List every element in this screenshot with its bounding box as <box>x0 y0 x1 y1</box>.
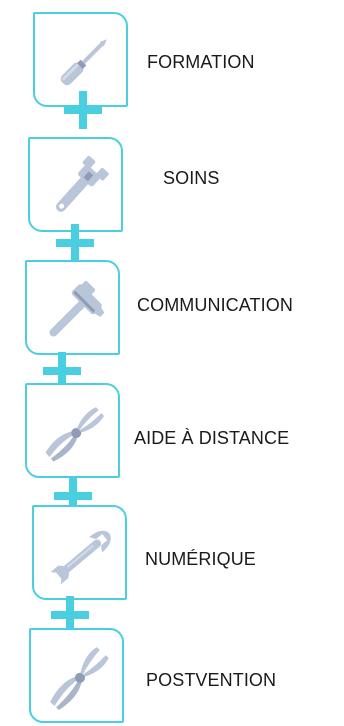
adjustable-wrench-icon <box>55 155 109 212</box>
step-label: COMMUNICATION <box>137 295 293 315</box>
wrench-icon <box>50 530 111 585</box>
screwdriver-icon <box>60 39 107 86</box>
hammer-icon <box>49 281 105 337</box>
plus-connector <box>51 596 89 634</box>
plus-connector <box>43 352 81 390</box>
tile-postvention <box>29 628 124 723</box>
step-label: NUMÉRIQUE <box>145 549 256 569</box>
tile-numerique <box>32 505 127 600</box>
tile-soins <box>28 137 123 232</box>
step-label: SOINS <box>163 168 220 188</box>
pliers-icon <box>45 407 105 462</box>
tile-aide-a-distance <box>25 383 120 478</box>
plus-connector <box>56 224 94 262</box>
tile-communication <box>25 260 120 355</box>
plus-connector <box>64 91 102 129</box>
plus-connector <box>54 477 92 515</box>
step-label: POSTVENTION <box>146 670 277 690</box>
step-label: AIDE À DISTANCE <box>134 428 290 448</box>
step-label: FORMATION <box>147 52 255 72</box>
pliers-icon <box>50 647 109 711</box>
